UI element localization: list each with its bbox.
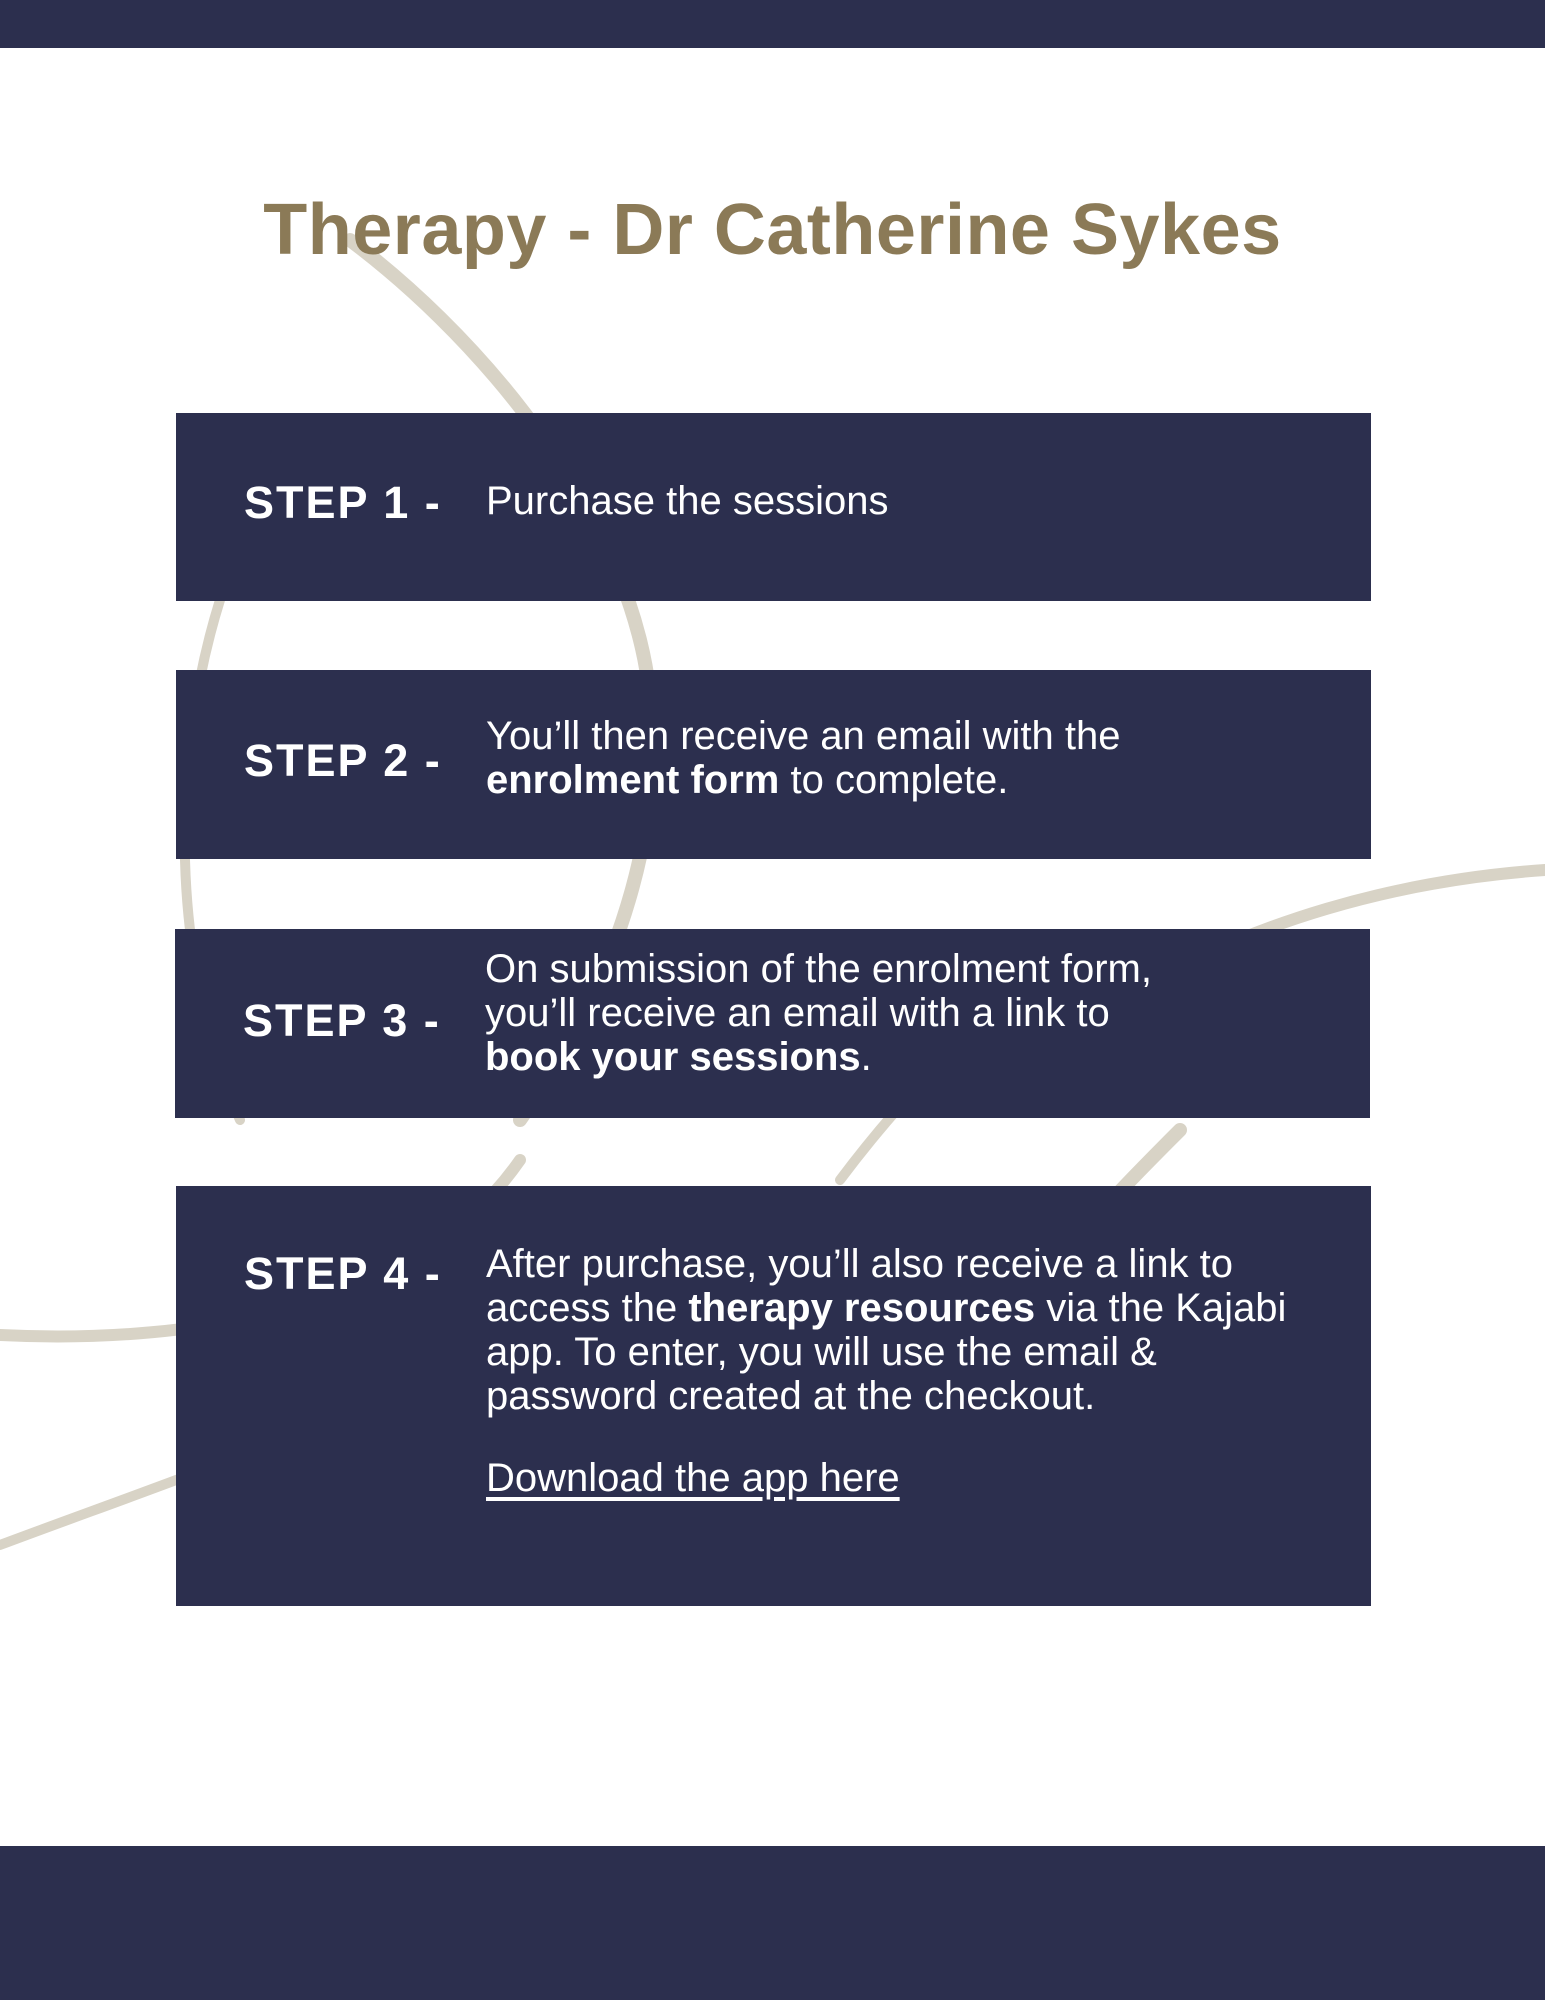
step-2-text: You’ll then receive an email with the en… [486,714,1311,802]
step-4-text: After purchase, you’ll also receive a li… [486,1242,1311,1418]
step-2-line1: You’ll then receive an email with the [486,714,1120,758]
download-app-link[interactable]: Download the app here [486,1456,900,1500]
page-title: Therapy - Dr Catherine Sykes [0,185,1545,275]
step-3-line1: On submission of the enrolment form, [485,947,1152,991]
step-4-link-row: Download the app here [486,1456,1311,1500]
step-4-card: STEP 4 - After purchase, you’ll also rec… [176,1186,1371,1606]
step-3-label: STEP 3 - [243,995,441,1047]
step-3-after: . [861,1035,872,1079]
step-3-text: On submission of the enrolment form, you… [485,947,1310,1079]
step-3-card: STEP 3 - On submission of the enrolment … [175,929,1370,1118]
step-2-label: STEP 2 - [244,735,442,787]
step-4-label: STEP 4 - [244,1248,442,1300]
step-1-card: STEP 1 - Purchase the sessions [176,413,1371,601]
step-2-bold: enrolment form [486,758,779,802]
bottom-banner [0,1846,1545,2000]
step-2-card: STEP 2 - You’ll then receive an email wi… [176,670,1371,859]
step-1-label: STEP 1 - [244,477,442,529]
step-4-bold: therapy resources [688,1286,1035,1330]
step-1-text: Purchase the sessions [486,479,1311,523]
step-3-line2: you’ll receive an email with a link to [485,991,1110,1035]
step-2-after: to complete. [779,758,1008,802]
top-banner [0,0,1545,48]
step-3-bold: book your sessions [485,1035,861,1079]
